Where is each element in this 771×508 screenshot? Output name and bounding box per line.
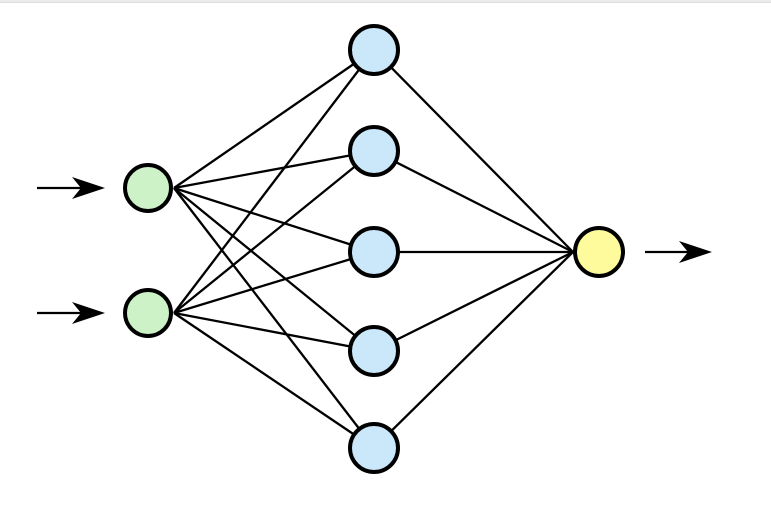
edge-input-to-hidden (173, 187, 375, 449)
hidden-node (348, 422, 400, 474)
hidden-node (348, 125, 400, 177)
input-arrow-icon-head (72, 302, 105, 324)
edge-input-to-hidden (173, 311, 375, 353)
edge-input-to-hidden (173, 149, 375, 190)
edge-input-to-hidden (173, 150, 375, 314)
edge-hidden-to-output (373, 149, 574, 254)
window-top-edge (0, 0, 771, 3)
edge-input-to-hidden (173, 187, 375, 352)
edge-input-to-hidden (173, 186, 375, 254)
output-arrow-icon-head (679, 241, 712, 263)
edge-input-to-hidden (173, 49, 375, 314)
edge-input-to-hidden (173, 312, 375, 449)
edge-input-to-hidden (173, 250, 375, 315)
edge-hidden-to-output (373, 251, 574, 449)
input-arrow-icon-head (72, 177, 105, 199)
input-node (123, 288, 173, 338)
output-node (573, 226, 625, 278)
edge-hidden-to-output (373, 250, 574, 353)
hidden-node (348, 226, 400, 278)
hidden-node (348, 24, 400, 76)
edge-input-to-hidden (173, 49, 375, 189)
hidden-node (348, 325, 400, 377)
input-node (123, 163, 173, 213)
edge-hidden-to-output (373, 49, 574, 253)
